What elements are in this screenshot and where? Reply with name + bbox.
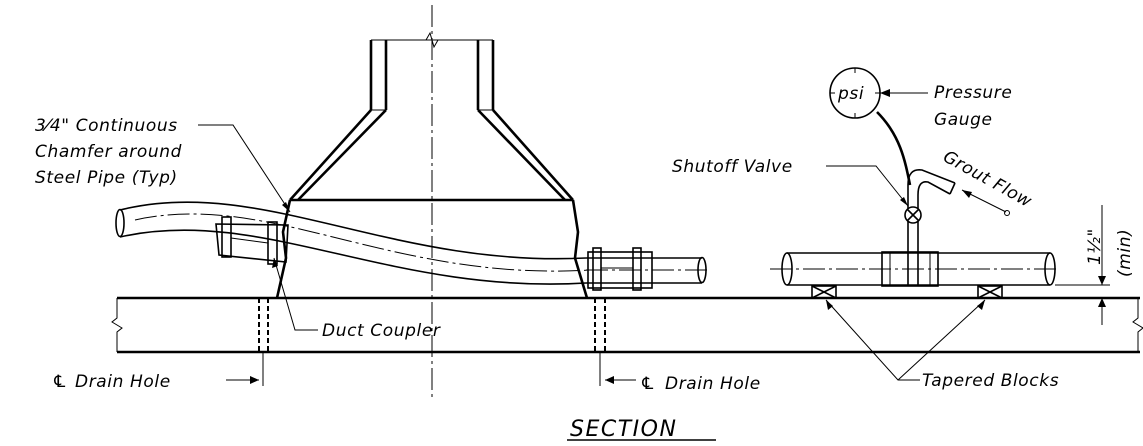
straight-duct-right	[586, 247, 710, 291]
tapered-blocks-label: Tapered Blocks	[922, 371, 1059, 391]
shutoff-valve	[904, 206, 922, 224]
grout-test-pipe	[770, 251, 1060, 287]
chamfer-label-line2: Chamfer around	[35, 142, 182, 162]
chamfer-label-line3: Steel Pipe (Typ)	[35, 168, 178, 188]
pressure-gauge-label-line1: Pressure	[934, 83, 1012, 103]
centerline-symbol-left: ℄	[52, 372, 68, 392]
column-funnel	[275, 31, 589, 299]
drain-hole-left	[258, 298, 269, 352]
duct-coupler-label: Duct Coupler	[322, 321, 441, 341]
tapered-block-right	[977, 285, 1003, 299]
section-title: SECTION	[570, 417, 677, 442]
pressure-gauge-label-line2: Gauge	[934, 110, 993, 130]
chamfer-label-line1: 3⁄4" Continuous	[35, 116, 178, 136]
duct-coupler-left	[215, 216, 289, 265]
centerline-symbol-right: ℄	[640, 374, 656, 394]
clearance-value-label: 1½"	[1085, 228, 1105, 265]
curved-duct	[115, 201, 591, 285]
chamfer-text: Continuous	[70, 116, 178, 136]
shutoff-valve-label: Shutoff Valve	[672, 157, 793, 177]
base-slab	[111, 296, 1143, 354]
drain-hole-right	[594, 298, 606, 352]
chamfer-fraction: 3⁄4"	[35, 116, 70, 136]
tapered-block-left	[811, 285, 837, 299]
leader-lines	[198, 89, 1010, 386]
drain-hole-left-label: Drain Hole	[75, 372, 171, 392]
gauge-face-label: psi	[837, 84, 864, 104]
clearance-note-label: (min)	[1115, 229, 1135, 277]
clearance-dimension	[1055, 205, 1110, 325]
gauge-hose	[876, 111, 912, 186]
drain-hole-right-label: Drain Hole	[665, 374, 761, 394]
